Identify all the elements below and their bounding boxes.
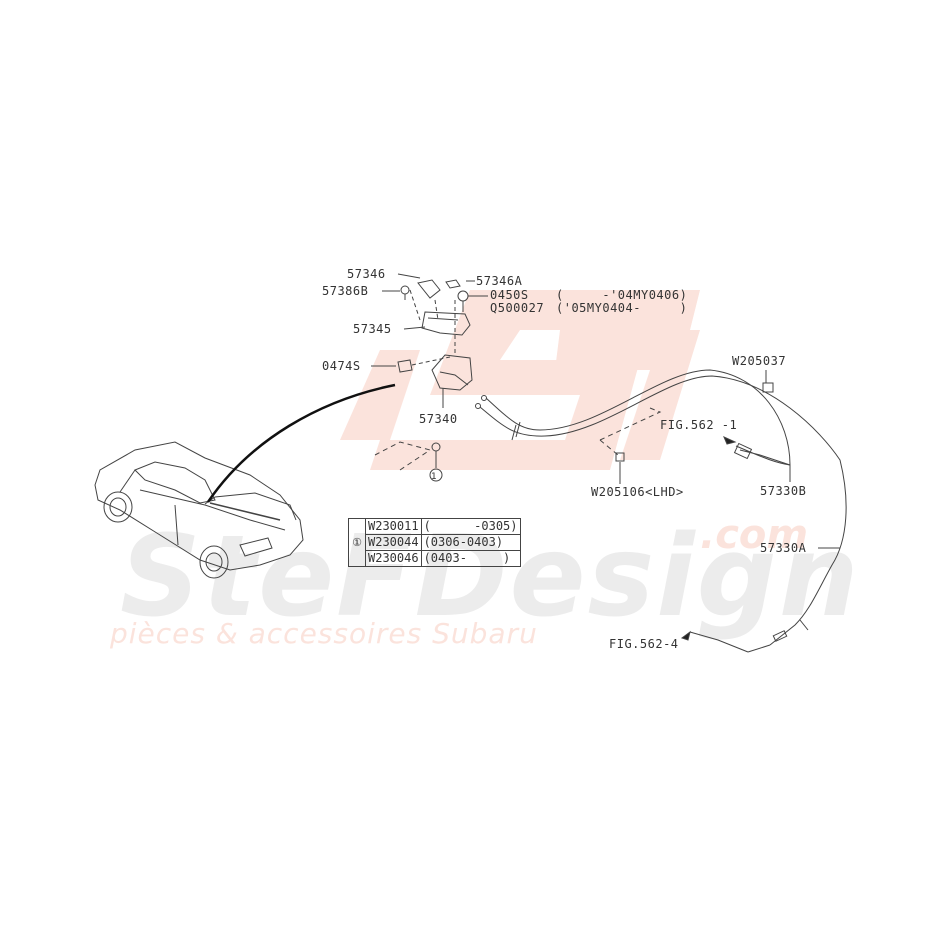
table-row: ① W230011 ( -0305)	[348, 518, 521, 567]
watermark-logo	[340, 290, 700, 470]
table-row: W230046 (0403- )	[349, 550, 521, 567]
callout-0474s: 0474S	[322, 359, 361, 373]
ref-marker-1: 1	[431, 472, 437, 482]
callout-q500027-note: ('05MY0404- )	[556, 301, 688, 315]
table-cell-part: W230046	[365, 550, 422, 567]
callout-57345: 57345	[353, 322, 392, 336]
table-cell-part: W230011	[365, 518, 422, 535]
callout-q500027: Q500027	[490, 301, 545, 315]
callout-57346a: 57346A	[476, 274, 523, 288]
table-row: W230044 (0306-0403)	[349, 534, 521, 551]
callout-w205037: W205037	[732, 354, 787, 368]
car-illustration	[94, 441, 304, 579]
callout-0450s-note: ( -'04MY0406)	[556, 288, 688, 302]
callout-0450s: 0450S	[490, 288, 529, 302]
watermark-tagline-text: pièces & accessoires Subaru	[109, 617, 538, 650]
clip-w205106	[615, 452, 625, 462]
clip-w205037	[762, 382, 774, 393]
table-cell-range: (0403- )	[420, 550, 521, 567]
watermark-com-text: .com	[700, 512, 808, 558]
callout-57330b: 57330B	[760, 484, 807, 498]
callout-57386b: 57386B	[322, 284, 369, 298]
callout-57340: 57340	[419, 412, 458, 426]
callout-57346: 57346	[347, 267, 386, 281]
callout-w205106: W205106<LHD>	[591, 485, 684, 499]
lever-assembly	[397, 279, 487, 409]
release-cables	[479, 369, 847, 653]
table-cell-range: ( -0305)	[420, 518, 521, 535]
table-ref-marker: ①	[348, 518, 366, 567]
callout-fig562-4: FIG.562-4	[609, 637, 679, 651]
callout-57330a: 57330A	[760, 541, 807, 555]
parts-table: ① W230011 ( -0305) W230044 (0306-0403) W…	[348, 518, 521, 567]
table-cell-range: (0306-0403)	[420, 534, 521, 551]
callout-fig562-1: FIG.562 -1	[660, 418, 738, 432]
release-leader-line	[206, 383, 396, 503]
table-cell-part: W230044	[365, 534, 422, 551]
